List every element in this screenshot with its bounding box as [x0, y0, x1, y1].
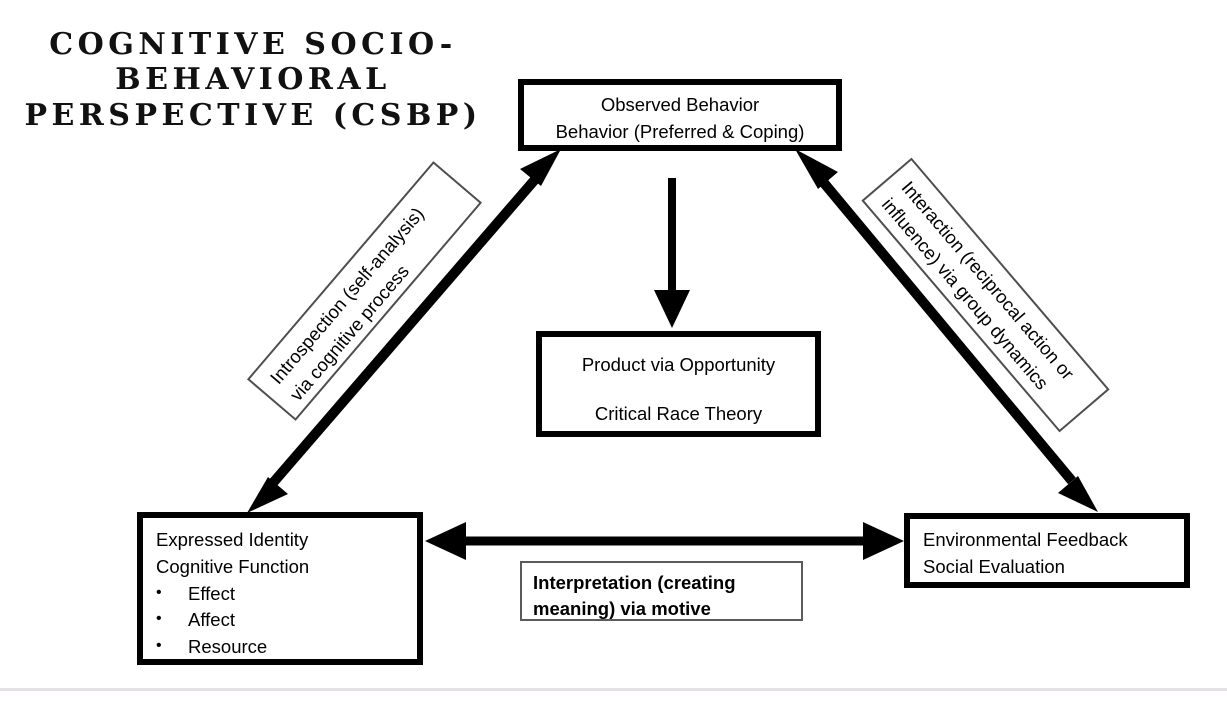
page-title: COGNITIVE SOCIO- BEHAVIORAL PERSPECTIVE …	[24, 27, 482, 133]
node-observed-behavior-body: Observed Behavior Behavior (Preferred & …	[524, 85, 836, 153]
list-item-label-affect: Affect	[188, 609, 235, 631]
node-expressed-identity-line2: Cognitive Function	[156, 555, 310, 577]
arrow-expressed-identity-environmental-feedback	[425, 522, 904, 560]
node-expressed-identity-line1: Expressed Identity	[156, 529, 309, 550]
node-environmental-feedback-line1: Environmental Feedback	[923, 529, 1128, 550]
list-item-label-resource: Resource	[188, 636, 268, 658]
edge-label-interaction-line2: influence) via group dynamics	[877, 193, 1053, 394]
edge-label-introspection[interactable]: Introspection (self-analysis) via cognit…	[246, 161, 484, 422]
node-expressed-identity-body: Expressed Identity Cognitive Function • E…	[143, 518, 417, 670]
list-item: • Effect	[156, 581, 404, 608]
node-observed-behavior-line2: Behavior (Preferred & Coping)	[555, 120, 805, 142]
bullet-icon: •	[156, 583, 162, 601]
edge-label-introspection-line2: via cognitive process	[285, 260, 413, 405]
list-item: • Resource	[156, 634, 404, 661]
edge-label-interpretation[interactable]: Interpretation (creating meaning) via mo…	[520, 561, 803, 621]
node-observed-behavior[interactable]: Observed Behavior Behavior (Preferred & …	[518, 79, 842, 151]
bullet-icon: •	[156, 610, 162, 628]
edge-label-interaction[interactable]: Interaction (reciprocal action or influe…	[861, 157, 1110, 433]
node-product-line1: Product via Opportunity	[581, 354, 776, 375]
node-expressed-identity[interactable]: Expressed Identity Cognitive Function • E…	[137, 512, 423, 665]
list-item: • Affect	[156, 607, 404, 634]
node-product-spacer	[552, 379, 805, 401]
edge-label-introspection-line1: Introspection (self-analysis)	[265, 203, 428, 388]
edge-label-interaction-body: Interaction (reciprocal action or influe…	[861, 160, 1107, 432]
node-environmental-feedback-body: Environmental Feedback Social Evaluation	[910, 519, 1184, 589]
bottom-divider	[0, 688, 1227, 691]
node-product-via-opportunity[interactable]: Product via Opportunity Critical Race Th…	[536, 331, 821, 437]
arrow-observed-behavior-to-product	[654, 178, 690, 328]
node-observed-behavior-line1: Observed Behavior	[600, 94, 760, 115]
node-environmental-feedback-line2: Social Evaluation	[923, 555, 1065, 577]
edge-label-interpretation-line1: Interpretation (creating	[533, 572, 736, 593]
bullet-icon: •	[156, 637, 162, 655]
node-product-body: Product via Opportunity Critical Race Th…	[542, 337, 815, 443]
edge-label-interpretation-line2: meaning) via motive	[533, 597, 711, 619]
edge-label-interaction-line1: Interaction (reciprocal action or	[897, 176, 1079, 384]
edge-label-interpretation-body: Interpretation (creating meaning) via mo…	[522, 563, 801, 629]
list-item-label-effect: Effect	[188, 582, 235, 604]
node-product-line2: Critical Race Theory	[594, 402, 763, 424]
node-environmental-feedback[interactable]: Environmental Feedback Social Evaluation	[904, 513, 1190, 588]
edge-label-introspection-body: Introspection (self-analysis) via cognit…	[250, 164, 484, 422]
